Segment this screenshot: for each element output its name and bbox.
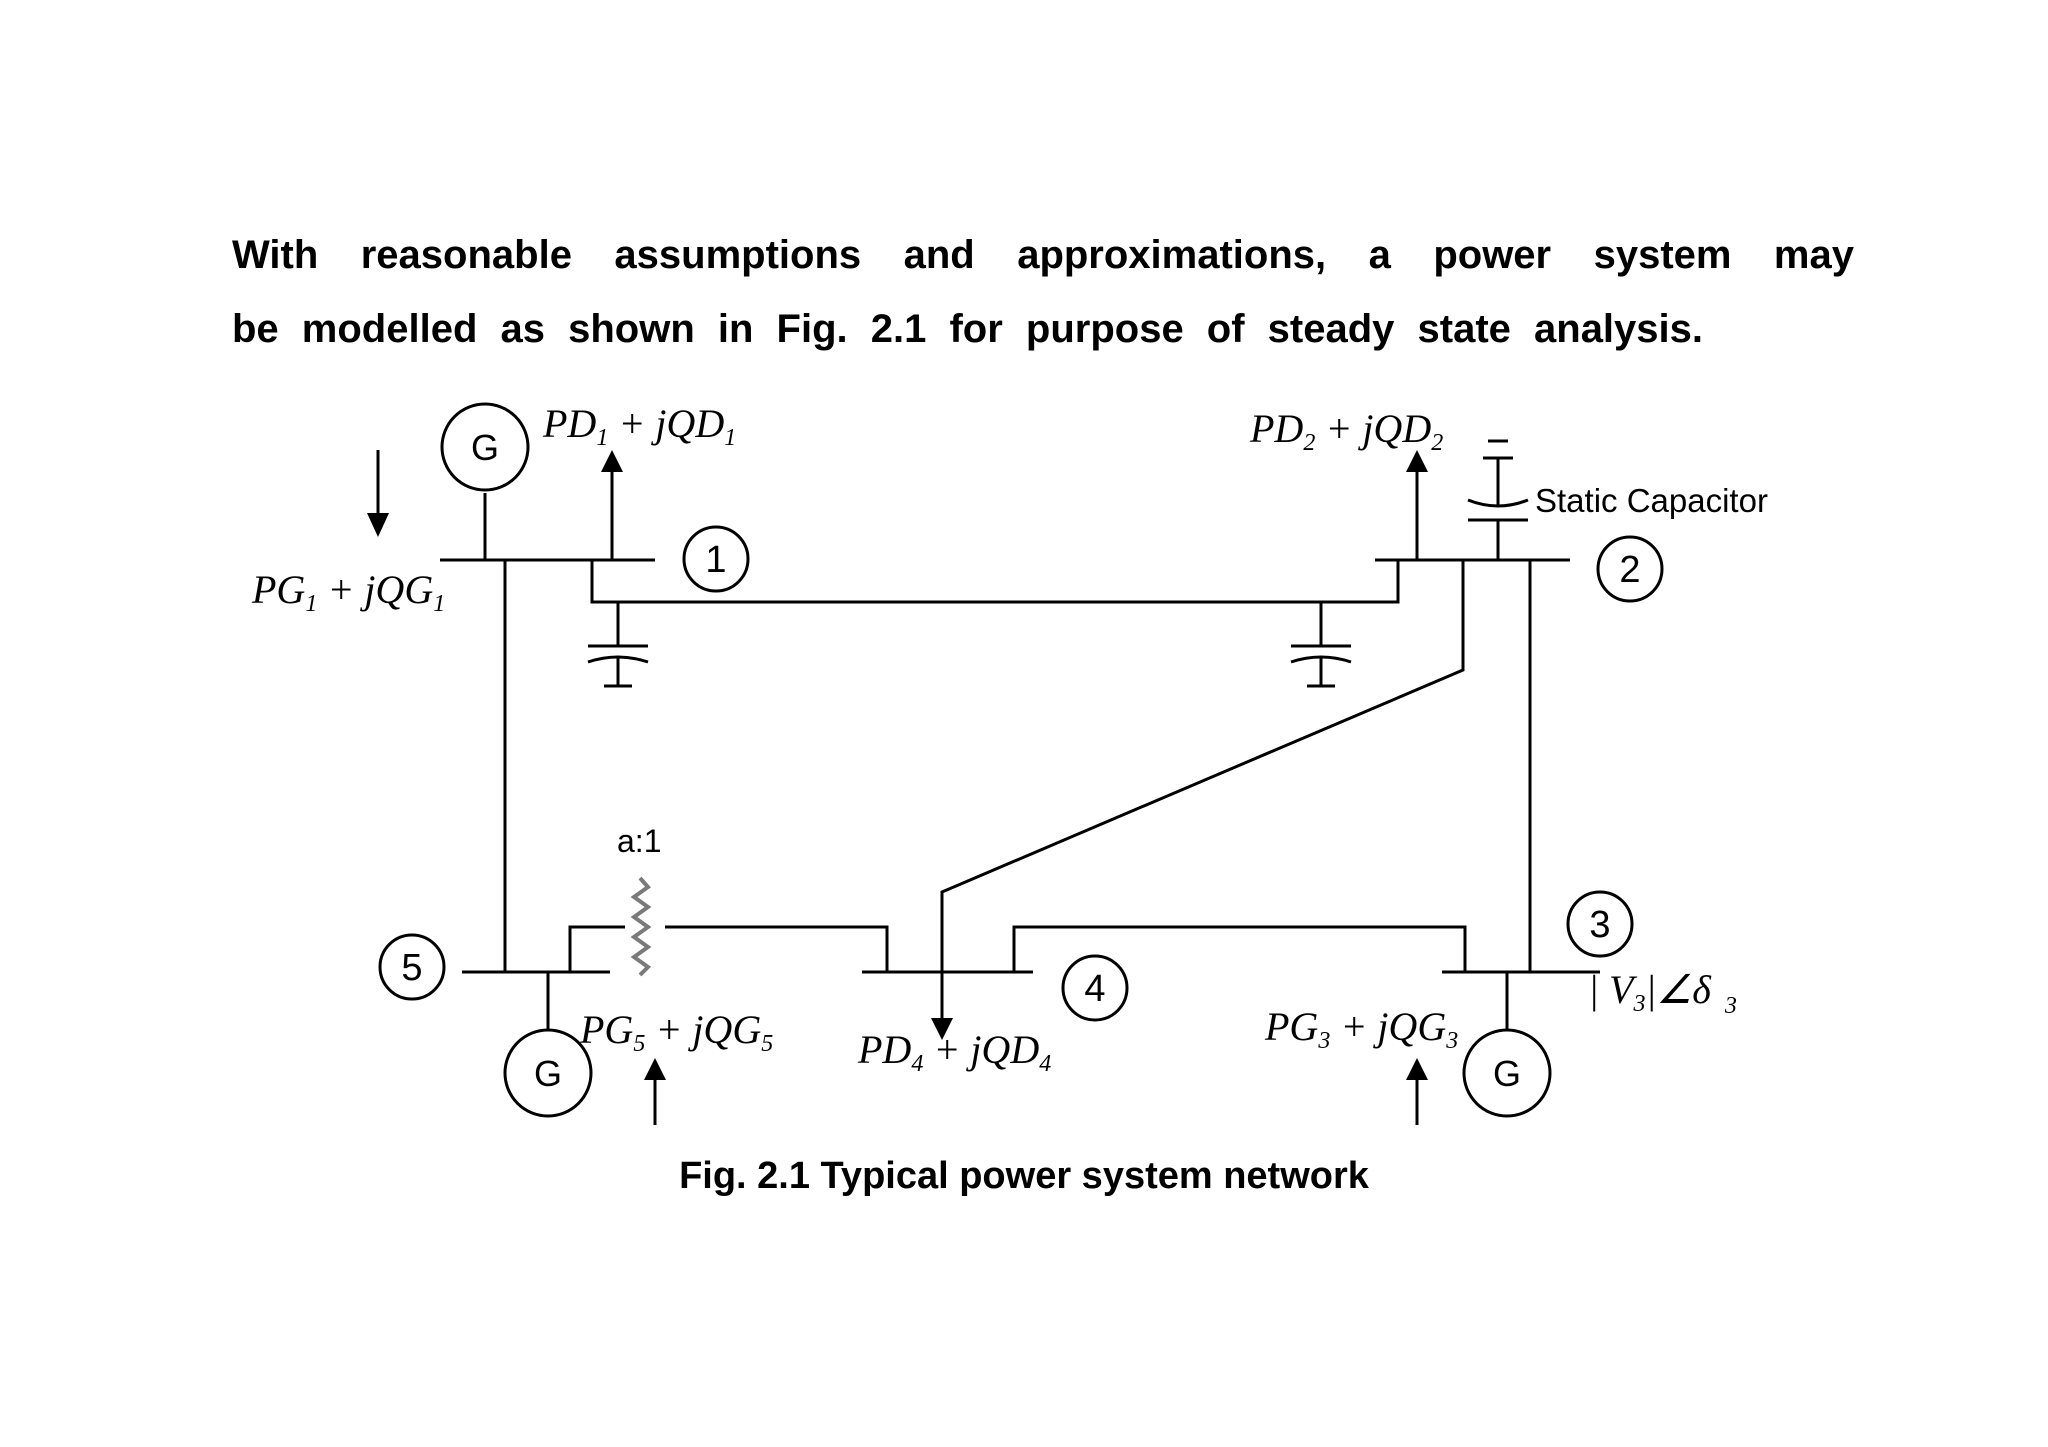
pg1-arrow-head xyxy=(367,513,389,537)
bus-5-circle xyxy=(378,933,446,1001)
bus-5-number: 5 xyxy=(401,947,422,989)
pg3-arrow-head xyxy=(1406,1058,1428,1080)
bus-2-number: 2 xyxy=(1619,549,1640,591)
bus-4-circle xyxy=(1061,954,1129,1022)
figure-caption: Fig. 2.1 Typical power system network xyxy=(679,1155,1369,1197)
label-pg5: PG5 + jQG5 xyxy=(579,1007,773,1057)
label-pg1: PG1 + jQG1 xyxy=(251,567,445,617)
line-transformer-4 xyxy=(665,925,889,972)
label-pd4: PD4 + jQD4 xyxy=(857,1027,1051,1077)
line-4-3 xyxy=(1012,925,1467,972)
gen-5-label: G xyxy=(534,1053,562,1094)
bus-1-number: 1 xyxy=(705,539,726,581)
bus-1-circle xyxy=(682,525,750,593)
gen-3-circle xyxy=(1462,1028,1552,1118)
bus-3-circle xyxy=(1566,890,1634,958)
label-pg3: PG3 + jQG3 xyxy=(1264,1004,1458,1054)
intro-line-1: With reasonable assumptions and approxim… xyxy=(232,233,1854,277)
line-2-4 xyxy=(940,560,1465,972)
transformer-coil xyxy=(630,876,652,977)
intro-line-2: be modelled as shown in Fig. 2.1 for pur… xyxy=(232,307,1704,351)
label-static-capacitor: Static Capacitor xyxy=(1535,482,1768,519)
label-transformer-ratio: a:1 xyxy=(617,823,661,859)
pd1-arrow-head xyxy=(601,450,623,472)
line-5-transformer xyxy=(568,925,625,972)
label-pd1: PD1 + jQD1 xyxy=(542,401,736,451)
bus-4-number: 4 xyxy=(1084,968,1105,1010)
pg5-arrow-head xyxy=(644,1058,666,1080)
bus-3-number: 3 xyxy=(1589,904,1610,946)
gen-3-label: G xyxy=(1493,1053,1521,1094)
label-pd2: PD2 + jQD2 xyxy=(1249,406,1443,456)
pd2-arrow-head xyxy=(1406,450,1428,472)
gen-5-circle xyxy=(503,1028,593,1118)
gen-1-label: G xyxy=(471,427,499,468)
line-1-2 xyxy=(590,560,1400,604)
static-cap-curve xyxy=(1467,498,1529,508)
gen-1-circle xyxy=(440,402,530,492)
pd4-arrow-head xyxy=(931,1018,953,1040)
bus-2-circle xyxy=(1596,535,1664,603)
